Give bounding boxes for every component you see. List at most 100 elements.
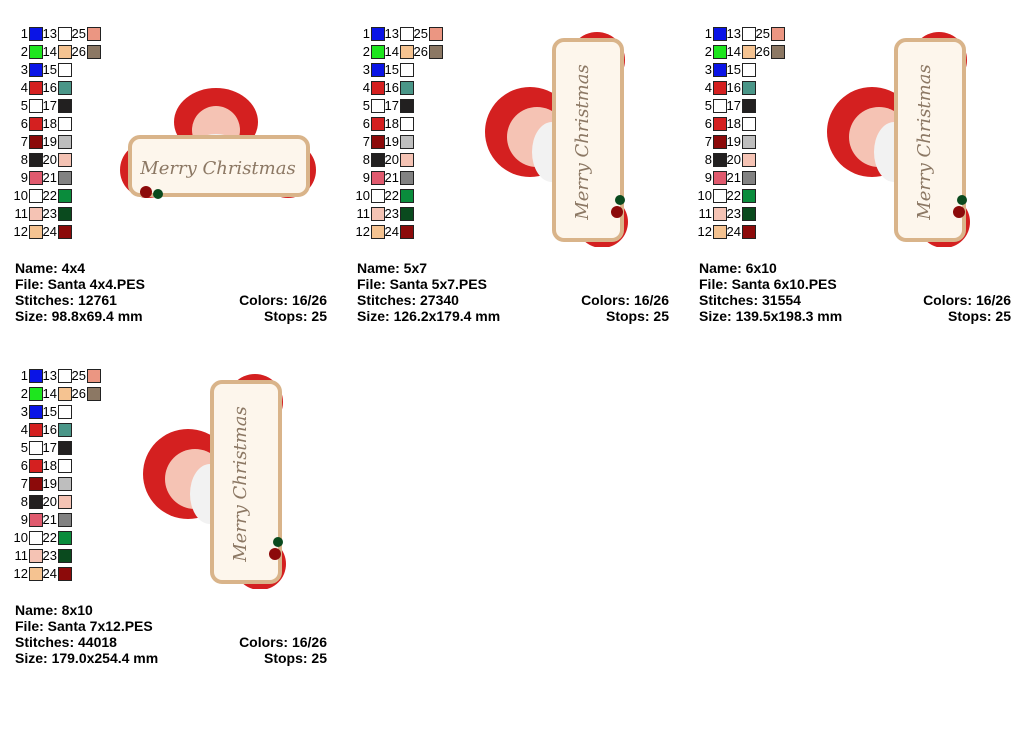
color-number: 7 <box>362 134 370 149</box>
color-number: 8 <box>20 152 28 167</box>
color-number: 13 <box>42 368 57 383</box>
color-swatch <box>87 369 101 383</box>
color-number: 24 <box>384 224 399 239</box>
color-number: 4 <box>704 80 712 95</box>
color-swatch <box>58 495 72 509</box>
color-number: 4 <box>362 80 370 95</box>
color-number: 23 <box>42 548 57 563</box>
color-number: 15 <box>384 62 399 77</box>
design-name: Name: 4x4 <box>15 260 86 276</box>
color-number: 19 <box>384 134 399 149</box>
color-number: 12 <box>697 224 712 239</box>
design-name: Name: 6x10 <box>699 260 777 276</box>
color-swatch <box>713 45 727 59</box>
color-number: 13 <box>726 26 741 41</box>
color-swatch <box>58 63 72 77</box>
color-number: 16 <box>384 80 399 95</box>
color-swatch <box>58 513 72 527</box>
color-number: 26 <box>71 44 86 59</box>
art-text: Merry Christmas <box>230 406 251 562</box>
color-swatch <box>400 225 414 239</box>
color-number: 16 <box>726 80 741 95</box>
color-number: 5 <box>20 440 28 455</box>
color-swatch <box>58 369 72 383</box>
color-swatch <box>713 81 727 95</box>
art-text: Merry Christmas <box>139 158 295 179</box>
stop-count: Stops: 25 <box>947 308 1011 324</box>
color-swatch <box>58 477 72 491</box>
color-number: 12 <box>355 224 370 239</box>
color-number: 3 <box>20 62 28 77</box>
stitch-count: Stitches: 27340 <box>357 292 459 308</box>
color-swatch <box>400 63 414 77</box>
color-number: 11 <box>14 206 29 221</box>
color-number: 4 <box>20 80 28 95</box>
color-number: 17 <box>42 98 57 113</box>
color-swatch <box>713 153 727 167</box>
color-swatch <box>58 45 72 59</box>
color-swatch <box>371 153 385 167</box>
color-swatch <box>58 441 72 455</box>
color-swatch <box>29 135 43 149</box>
color-number: 15 <box>726 62 741 77</box>
color-swatch <box>742 135 756 149</box>
color-swatch <box>371 189 385 203</box>
color-swatch <box>371 63 385 77</box>
color-number: 26 <box>413 44 428 59</box>
color-swatch <box>713 135 727 149</box>
art-text: Merry Christmas <box>572 64 593 220</box>
color-swatch <box>29 549 43 563</box>
color-number: 25 <box>71 26 86 41</box>
color-number: 7 <box>704 134 712 149</box>
color-swatch <box>713 63 727 77</box>
color-number: 10 <box>13 530 28 545</box>
color-number: 11 <box>14 548 29 563</box>
color-number: 26 <box>71 386 86 401</box>
color-number: 22 <box>42 530 57 545</box>
color-swatch <box>742 153 756 167</box>
color-swatch <box>29 531 43 545</box>
color-swatch <box>58 459 72 473</box>
color-swatch <box>29 189 43 203</box>
color-swatch <box>371 99 385 113</box>
color-swatch <box>371 171 385 185</box>
color-number: 14 <box>42 44 57 59</box>
color-number: 3 <box>704 62 712 77</box>
color-number: 13 <box>384 26 399 41</box>
color-swatch <box>742 81 756 95</box>
color-number: 21 <box>42 512 57 527</box>
color-swatch <box>58 153 72 167</box>
design-size: Size: 126.2x179.4 mm <box>357 308 501 324</box>
color-swatch <box>713 171 727 185</box>
color-number: 5 <box>704 98 712 113</box>
color-number: 19 <box>42 134 57 149</box>
color-swatch <box>742 225 756 239</box>
color-number: 5 <box>20 98 28 113</box>
design-name: Name: 5x7 <box>357 260 428 276</box>
color-number: 10 <box>355 188 370 203</box>
color-swatch <box>29 387 43 401</box>
color-number: 23 <box>42 206 57 221</box>
color-number: 14 <box>384 44 399 59</box>
color-number: 12 <box>13 224 28 239</box>
design-size: Size: 98.8x69.4 mm <box>15 308 143 324</box>
color-swatch <box>29 153 43 167</box>
color-number: 11 <box>698 206 713 221</box>
color-swatch <box>742 189 756 203</box>
color-number: 21 <box>42 170 57 185</box>
color-number: 1 <box>704 26 712 41</box>
design-size: Size: 179.0x254.4 mm <box>15 650 159 666</box>
color-swatch <box>400 117 414 131</box>
color-swatch <box>58 549 72 563</box>
color-number: 5 <box>362 98 370 113</box>
color-number: 8 <box>20 494 28 509</box>
color-swatch <box>742 117 756 131</box>
color-swatch <box>87 387 101 401</box>
